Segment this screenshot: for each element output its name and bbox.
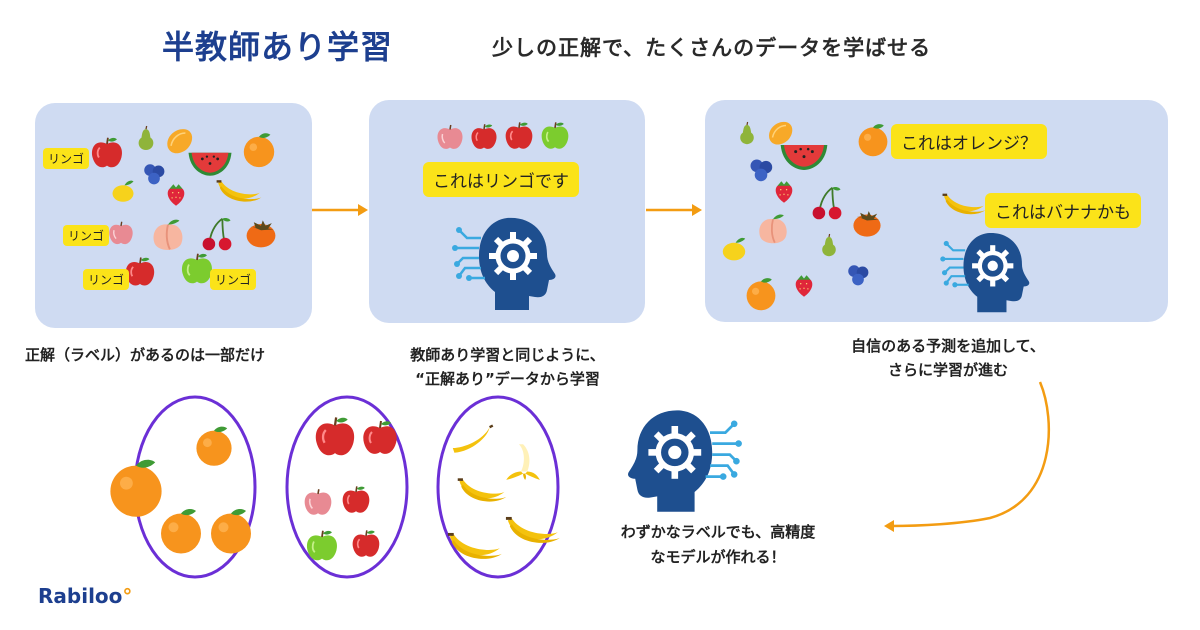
apple-icon bbox=[340, 484, 372, 516]
label-tag: リンゴ bbox=[83, 269, 130, 290]
orange-icon bbox=[855, 122, 891, 158]
apple-label-bubble: これはリンゴです bbox=[423, 162, 579, 197]
strawberry-icon bbox=[791, 270, 817, 300]
pear-icon bbox=[735, 118, 759, 150]
page-subtitle: 少しの正解で、たくさんのデータを学ばせる bbox=[492, 36, 932, 60]
step1-caption: 正解（ラベル）があるのは一部だけ bbox=[25, 346, 266, 364]
banana-icon bbox=[215, 175, 263, 207]
cherry-icon bbox=[809, 186, 845, 222]
ai-head-gear-icon bbox=[931, 228, 1051, 314]
orange-icon bbox=[156, 506, 206, 556]
orange-icon bbox=[240, 131, 278, 169]
banana-icon bbox=[448, 420, 496, 460]
pseudo-labeling-panel: これはオレンジ？ これはバナナかも bbox=[705, 100, 1168, 322]
watermelon-icon bbox=[779, 136, 829, 174]
banana-prediction-bubble: これはバナナかも bbox=[985, 193, 1141, 228]
label-tag: リンゴ bbox=[63, 225, 110, 246]
ai-head-gear-icon bbox=[606, 404, 748, 514]
lemon-icon bbox=[107, 177, 139, 207]
apple-icon bbox=[350, 528, 382, 560]
step2-caption-line1: 教師あり学習と同じように、 bbox=[410, 346, 605, 364]
apple-icon bbox=[360, 418, 400, 458]
unlabeled-data-panel: リンゴ リンゴ リンゴ リンゴ bbox=[35, 103, 312, 328]
banana-icon bbox=[456, 470, 508, 510]
apple-icon bbox=[503, 120, 535, 152]
ai-head-gear-icon bbox=[451, 212, 571, 312]
label-tag: リンゴ bbox=[43, 148, 90, 169]
banana-icon bbox=[941, 188, 987, 220]
persimmon-icon bbox=[849, 206, 885, 240]
banana-icon bbox=[446, 524, 504, 568]
apple-icon bbox=[539, 120, 571, 152]
pear-icon bbox=[817, 230, 841, 262]
orange-icon bbox=[206, 506, 256, 556]
orange-icon bbox=[192, 424, 236, 468]
lemon-icon bbox=[717, 234, 751, 266]
peach-icon bbox=[755, 212, 791, 248]
banana-icon bbox=[504, 508, 562, 552]
brand-logo-text: Rabiloo bbox=[38, 584, 123, 608]
arrow-right-icon bbox=[646, 204, 702, 216]
result-caption-line1: わずかなラベルでも、高精度 bbox=[620, 523, 816, 541]
cherry-icon bbox=[199, 217, 235, 253]
apple-icon bbox=[107, 219, 135, 247]
banana-cluster bbox=[436, 395, 560, 579]
brand-logo-dot: ° bbox=[122, 584, 133, 608]
apple-icon bbox=[312, 414, 358, 460]
apple-icon bbox=[302, 486, 334, 518]
apple-cluster bbox=[285, 395, 409, 579]
persimmon-icon bbox=[241, 215, 281, 251]
orange-prediction-bubble: これはオレンジ？ bbox=[891, 124, 1047, 159]
apple-icon bbox=[89, 135, 125, 171]
apple-icon bbox=[304, 528, 340, 564]
apple-icon bbox=[469, 122, 499, 152]
step2-caption-line2: “正解あり”データから学習 bbox=[415, 370, 600, 388]
pear-icon bbox=[133, 123, 159, 155]
strawberry-icon bbox=[771, 176, 797, 206]
arrow-right-icon bbox=[312, 204, 368, 216]
label-tag: リンゴ bbox=[210, 269, 257, 290]
brand-logo: Rabiloo° bbox=[38, 584, 132, 608]
result-caption-line2: なモデルが作れる！ bbox=[650, 548, 786, 566]
curved-arrow-icon bbox=[884, 381, 1050, 532]
orange-icon bbox=[743, 276, 779, 312]
apple-icon bbox=[435, 122, 465, 152]
step3-caption-line1: 自信のある予測を追加して、 bbox=[851, 337, 1045, 355]
strawberry-icon bbox=[163, 179, 189, 209]
step3-caption-line2: さらに学習が進む bbox=[887, 361, 1008, 379]
page-title: 半教師あり学習 bbox=[162, 28, 394, 66]
blueberry-icon bbox=[845, 262, 871, 288]
labeled-training-panel: これはリンゴです bbox=[369, 100, 645, 323]
peach-icon bbox=[149, 217, 187, 255]
